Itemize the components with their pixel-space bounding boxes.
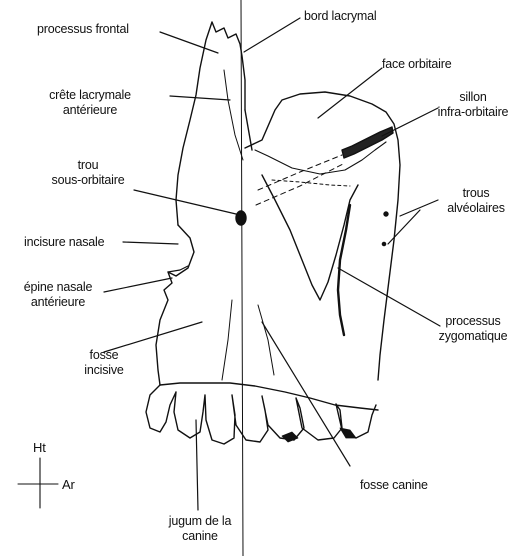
alveolar-foramen-2 xyxy=(382,242,385,245)
leader-trou-sous-orbitaire xyxy=(134,190,236,214)
leader-incisure-nasale xyxy=(123,242,178,244)
leader-epine-nasale xyxy=(104,278,172,292)
label-zyg-line1: processus xyxy=(428,314,518,329)
canine-jugum xyxy=(222,300,274,380)
label-trou-line1: trou xyxy=(28,158,148,173)
leader-processus-frontal xyxy=(160,32,218,53)
label-crete-lacrymale-line1: crête lacrymale xyxy=(30,88,150,103)
leader-trous-alveolaires-a xyxy=(400,200,438,216)
nasal-notch-outline xyxy=(156,225,194,385)
label-processus-frontal: processus frontal xyxy=(37,22,129,37)
alveolar-foramen-1 xyxy=(384,212,388,216)
label-epine-line1: épine nasale xyxy=(8,280,108,295)
infraorbital-foramen xyxy=(236,211,246,225)
infraorbital-groove-dashes xyxy=(256,155,345,205)
label-fosse-incisive-line2: incisive xyxy=(64,363,144,378)
zygomatic-inner xyxy=(272,180,350,186)
label-fosse-incisive-line1: fosse xyxy=(64,348,144,363)
label-jugum-line2: canine xyxy=(150,529,250,544)
label-crete-lacrymale-line2: antérieure xyxy=(30,103,150,118)
label-crete-lacrymale: crête lacrymale antérieure xyxy=(30,88,150,118)
alveolar-arch xyxy=(160,383,378,410)
frontal-process-outline xyxy=(176,22,245,225)
leader-trous-alveolaires-b xyxy=(388,210,420,244)
label-processus-zygomatique: processus zygomatique xyxy=(428,314,518,344)
label-bord-lacrymal: bord lacrymal xyxy=(304,9,376,24)
label-trous-alveolaires: trous alvéolaires xyxy=(438,186,514,216)
label-trous-line2: alvéolaires xyxy=(438,201,514,216)
leader-bord-lacrymal xyxy=(244,18,300,52)
label-fosse-incisive: fosse incisive xyxy=(64,348,144,378)
label-epine-nasale: épine nasale antérieure xyxy=(8,280,108,310)
label-trous-line1: trous xyxy=(438,186,514,201)
label-incisure-nasale: incisure nasale xyxy=(24,235,104,250)
label-sillon-line2: infra-orbitaire xyxy=(428,105,518,120)
leader-crete-lacrymale xyxy=(170,96,230,100)
label-fosse-canine: fosse canine xyxy=(360,478,428,493)
label-sillon-line1: sillon xyxy=(428,90,518,105)
anterior-nasal-spine xyxy=(168,266,188,272)
label-trou-sous-orbitaire: trou sous-orbitaire xyxy=(28,158,148,188)
label-trou-line2: sous-orbitaire xyxy=(28,173,148,188)
label-jugum: jugum de la canine xyxy=(150,514,250,544)
teeth-outline xyxy=(146,385,376,444)
label-face-orbitaire: face orbitaire xyxy=(382,57,451,72)
lacrimal-crest xyxy=(224,70,243,160)
label-sillon: sillon infra-orbitaire xyxy=(428,90,518,120)
vertical-reference-line xyxy=(241,0,243,556)
orientation-label-rear: Ar xyxy=(62,477,75,492)
leader-fosse-canine xyxy=(262,322,350,466)
orientation-label-up: Ht xyxy=(33,440,46,455)
label-zyg-line2: zygomatique xyxy=(428,329,518,344)
label-epine-line2: antérieure xyxy=(8,295,108,310)
label-jugum-line1: jugum de la xyxy=(150,514,250,529)
